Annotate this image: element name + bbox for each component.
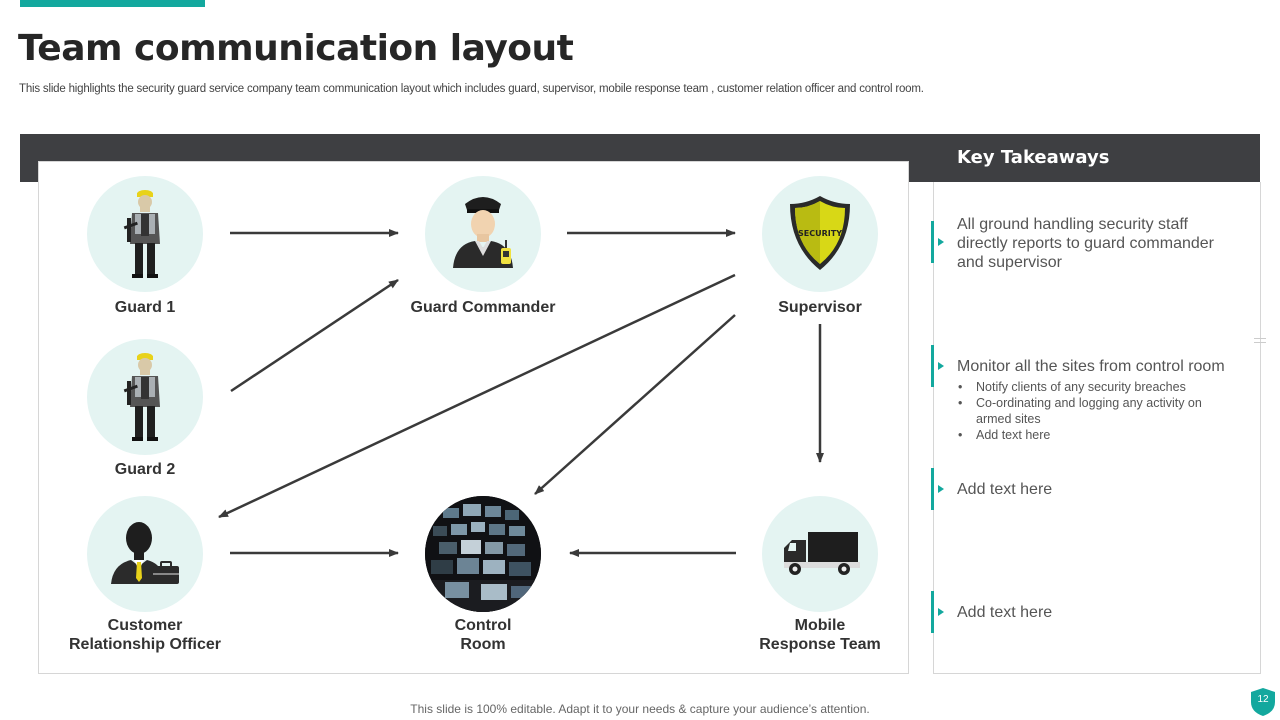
title-accent-bar [20, 0, 205, 7]
triangle-right-icon [938, 238, 944, 246]
slide-title: Team communication layout [18, 28, 574, 69]
bullet-item: Co-ordinating and logging any activity o… [957, 395, 1219, 427]
takeaway-bullets: Notify clients of any security breaches … [957, 379, 1219, 443]
takeaway-marker [931, 468, 934, 510]
takeaways-title: Key Takeaways [957, 147, 1110, 168]
officer-node [87, 496, 203, 612]
control-label: Control Room [454, 617, 512, 653]
guard1-node [87, 176, 203, 292]
mobile-node [762, 496, 878, 612]
slide-footer: This slide is 100% editable. Adapt it to… [410, 702, 870, 716]
security-shield-icon: SECURITY [790, 196, 850, 270]
control-room-photo [425, 496, 541, 612]
businessman-icon [111, 522, 179, 584]
guard1-label: Guard 1 [114, 299, 176, 316]
guard2-label: Guard 2 [114, 461, 176, 478]
slide-subtitle: This slide highlights the security guard… [19, 83, 924, 95]
bullet-item: Notify clients of any security breaches [957, 379, 1219, 395]
mobile-label: Mobile Response Team [759, 617, 881, 653]
shield-badge-icon [1251, 688, 1275, 716]
security-guard-icon [123, 190, 160, 278]
commander-node [425, 176, 541, 292]
security-guard-icon [123, 353, 160, 441]
triangle-right-icon [938, 608, 944, 616]
bullet-item: Add text here [957, 427, 1219, 443]
police-officer-icon [453, 197, 513, 268]
commander-label: Guard Commander [410, 299, 556, 316]
control-node [425, 496, 541, 612]
supervisor-node: SECURITY [762, 176, 878, 292]
guard2-node [87, 339, 203, 455]
takeaway-marker [931, 591, 934, 633]
scroll-handle-icon [1254, 338, 1266, 343]
takeaway-text: Add text here [957, 481, 1053, 498]
takeaway-text: All ground handling security staff direc… [957, 216, 1214, 271]
page-number-badge: 12 [1250, 687, 1276, 717]
takeaway-marker [931, 345, 934, 387]
takeaway-marker [931, 221, 934, 263]
triangle-right-icon [938, 362, 944, 370]
triangle-right-icon [938, 485, 944, 493]
supervisor-label: Supervisor [778, 299, 862, 316]
takeaway-text: Monitor all the sites from control room [957, 358, 1225, 375]
page-number: 12 [1257, 694, 1269, 705]
takeaway-text: Add text here [957, 604, 1053, 621]
shield-text: SECURITY [798, 229, 842, 238]
officer-label: Customer Relationship Officer [68, 617, 222, 653]
truck-icon [784, 532, 860, 575]
